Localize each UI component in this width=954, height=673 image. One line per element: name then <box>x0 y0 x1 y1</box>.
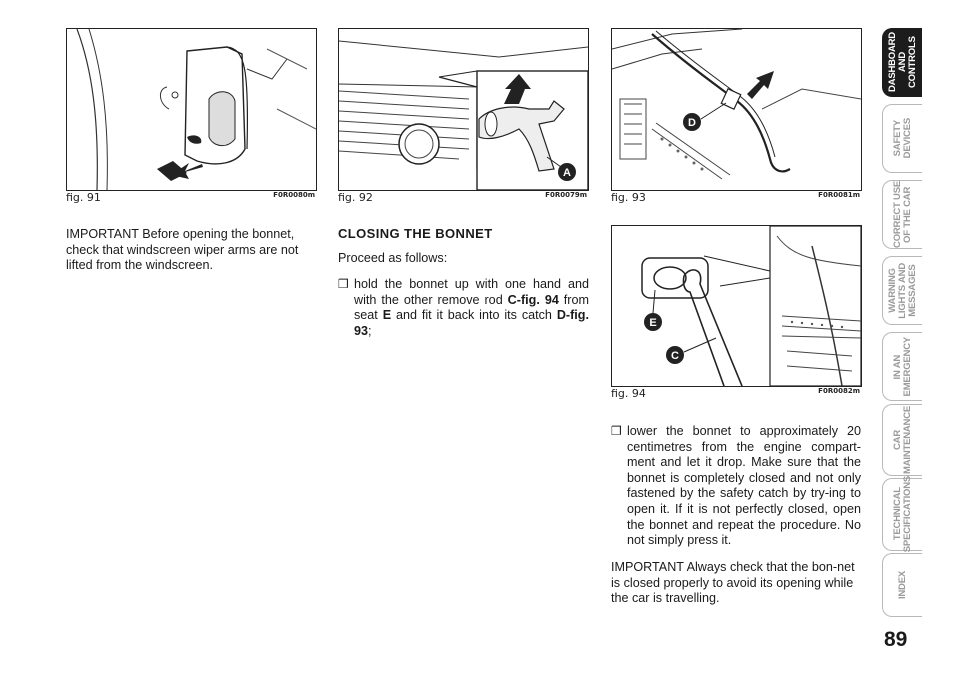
figure-94-caption: fig. 94 <box>611 387 646 400</box>
reference-rod-c: C-fig. 94 <box>507 292 559 307</box>
tab-car-maintenance[interactable]: CAR MAINTENANCE <box>882 404 922 476</box>
figure-93-callout-d: D <box>688 117 696 129</box>
figure-94-callout-c: C <box>671 350 679 362</box>
tab-safety-devices[interactable]: SAFETY DEVICES <box>882 104 922 173</box>
figure-91 <box>66 28 317 191</box>
figure-93-caption: fig. 93 <box>611 191 646 204</box>
figure-94-callout-e: E <box>649 317 656 329</box>
tab-dashboard-and-controls[interactable]: DASHBOARD AND CONTROLS <box>882 28 922 97</box>
figure-92-caption: fig. 92 <box>338 191 373 204</box>
procedure-intro: Proceed as follows: <box>338 251 448 265</box>
tab-technical-specifications[interactable]: TECHNICAL SPECIFICATIONS <box>882 476 922 553</box>
tab-index[interactable]: INDEX <box>882 553 922 617</box>
reference-catch-d: D-fig. 93 <box>354 308 589 338</box>
figure-91-caption: fig. 91 <box>66 191 101 204</box>
reference-seat-e: E <box>382 308 392 323</box>
figure-92: A <box>338 28 589 191</box>
checkbox-bullet-icon: ❒ <box>611 424 622 438</box>
figure-94-illustration: E C <box>641 226 861 386</box>
figure-94: E C <box>611 225 862 387</box>
figure-92-callout-a: A <box>563 167 571 179</box>
page-number: 89 <box>884 628 908 651</box>
important-note-wiper-arms: IMPORTANT Before opening the bonnet, che… <box>66 227 299 273</box>
section-heading-closing-bonnet: CLOSING THE BONNET <box>338 226 493 241</box>
tab-warning-lights-and-messages[interactable]: WARNING LIGHTS AND MESSAGES <box>882 256 922 325</box>
tab-in-an-emergency[interactable]: IN AN EMERGENCY <box>882 332 922 401</box>
figure-93-illustration: D <box>612 29 861 180</box>
figure-93-code: F0R0081m <box>818 191 860 199</box>
important-note-bonnet-closed: IMPORTANT Always check that the bon-net … <box>611 560 855 606</box>
figure-91-code: F0R0080m <box>273 191 315 199</box>
figure-92-illustration: A <box>339 40 588 190</box>
figure-93: D <box>611 28 862 191</box>
list-item-hold-bonnet: ❒ hold the bonnet up with one hand and w… <box>338 277 589 339</box>
list-item-text: lower the bonnet to approximately 20 cen… <box>627 424 861 548</box>
checkbox-bullet-icon: ❒ <box>338 277 349 291</box>
figure-91-illustration <box>76 29 316 190</box>
figure-94-code: F0R0082m <box>818 387 860 395</box>
list-item-text: hold the bonnet up with one hand and wit… <box>354 277 589 338</box>
list-item-lower-bonnet: ❒ lower the bonnet to approximately 20 c… <box>611 424 861 549</box>
tab-correct-use-of-the-car[interactable]: CORRECT USE OF THE CAR <box>882 180 922 249</box>
figure-92-code: F0R0079m <box>545 191 587 199</box>
